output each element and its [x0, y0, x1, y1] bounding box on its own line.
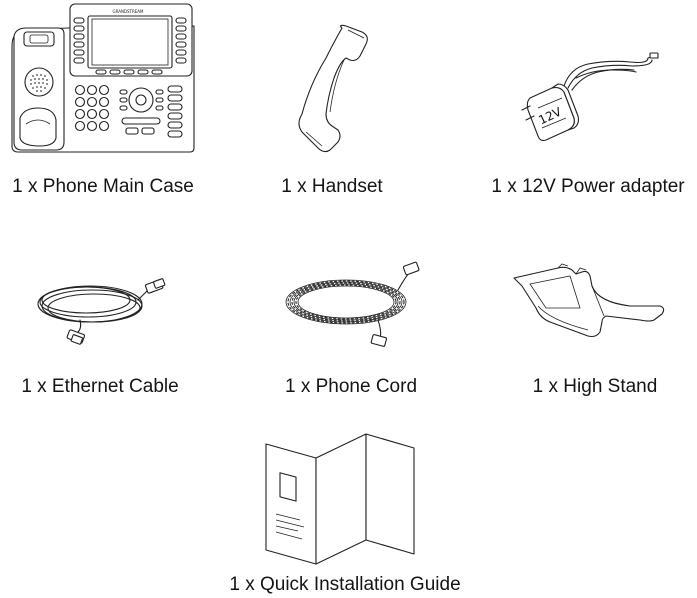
phone-cord-illustration — [278, 261, 428, 348]
quick-installation-guide-illustration — [262, 430, 422, 566]
ethernet-cable-illustration — [30, 270, 180, 350]
high-stand-illustration — [510, 262, 670, 342]
handset-illustration — [280, 22, 380, 154]
handset-label: 1 x Handset — [281, 176, 383, 197]
power-adapter-label: 1 x 12V Power adapter — [491, 176, 685, 197]
power-adapter-illustration: 12V — [512, 48, 662, 152]
phone-main-case-illustration: GRANDSTREAM — [8, 2, 198, 154]
quick-installation-guide-label: 1 x Quick Installation Guide — [229, 574, 461, 595]
phone-main-case-label: 1 x Phone Main Case — [12, 176, 194, 197]
phone-cord-label: 1 x Phone Cord — [284, 376, 418, 397]
high-stand-label: 1 x High Stand — [532, 376, 658, 397]
brand-text: GRANDSTREAM — [112, 9, 144, 14]
ethernet-cable-label: 1 x Ethernet Cable — [21, 376, 179, 397]
